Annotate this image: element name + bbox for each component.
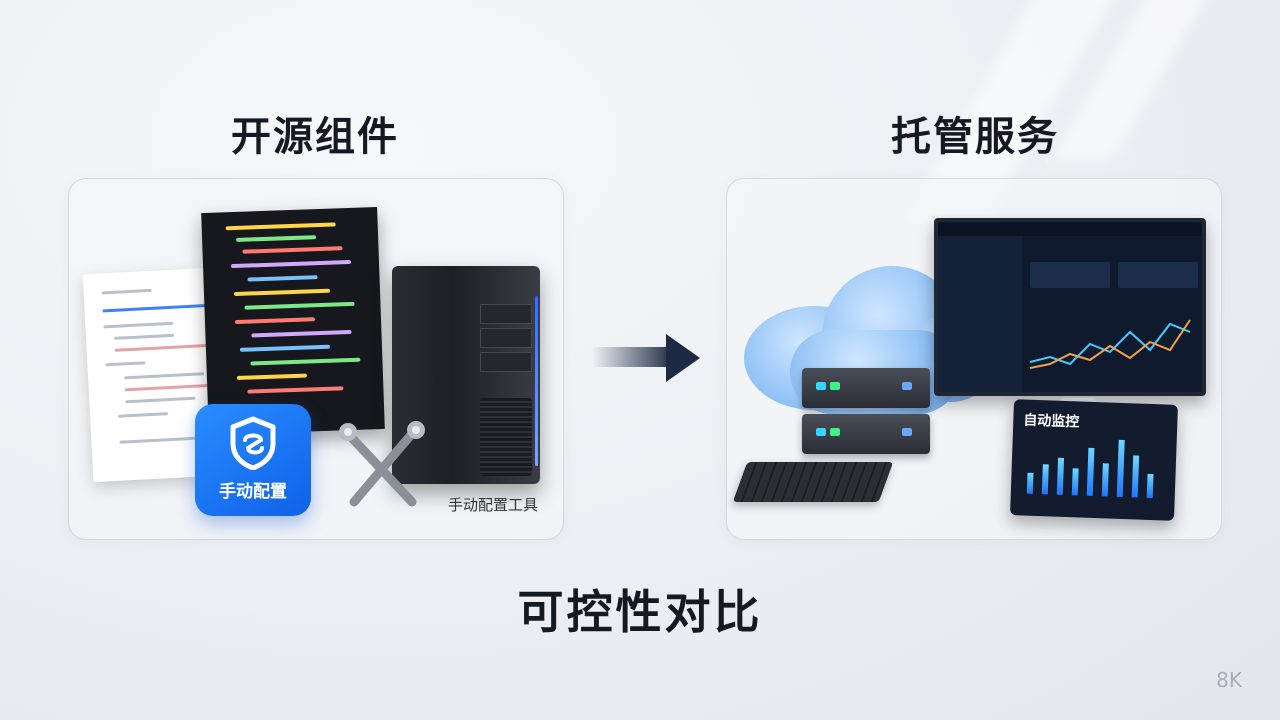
- badge-label: 手动配置: [219, 482, 287, 502]
- tablet-bar: [1071, 468, 1079, 496]
- tablet-bar: [1041, 464, 1049, 495]
- resolution-label: 8K: [1216, 668, 1242, 692]
- arrow-shaft: [592, 347, 674, 367]
- tablet-bar: [1026, 472, 1034, 494]
- dashboard-line-chart: [1030, 319, 1191, 369]
- server-tower-icon: [392, 266, 540, 484]
- right-heading: 托管服务: [891, 114, 1059, 160]
- tool-caption: 手动配置工具: [448, 496, 539, 514]
- manual-config-badge: 手动配置: [195, 404, 311, 516]
- tablet-bar: [1131, 455, 1140, 498]
- shield-icon: [230, 416, 276, 470]
- tablet-bar: [1086, 447, 1095, 496]
- monitor-icon: [934, 218, 1206, 396]
- code-icon: [201, 206, 385, 436]
- wrench-icon: [339, 421, 425, 507]
- tablet-bar: [1116, 439, 1125, 498]
- tablet-title: 自动监控: [1023, 412, 1080, 431]
- tablet-bar: [1056, 457, 1065, 495]
- server-icon: [802, 368, 930, 408]
- tablet-bar: [1101, 463, 1109, 497]
- left-heading: 开源组件: [231, 114, 399, 160]
- tablet-bar: [1146, 473, 1154, 499]
- arrow-right-icon: [666, 334, 700, 382]
- server-icon: [802, 414, 930, 454]
- tablet-icon: 自动监控: [1010, 399, 1178, 521]
- keyboard-icon: [732, 462, 894, 502]
- comparison-title: 可控性对比: [517, 585, 763, 639]
